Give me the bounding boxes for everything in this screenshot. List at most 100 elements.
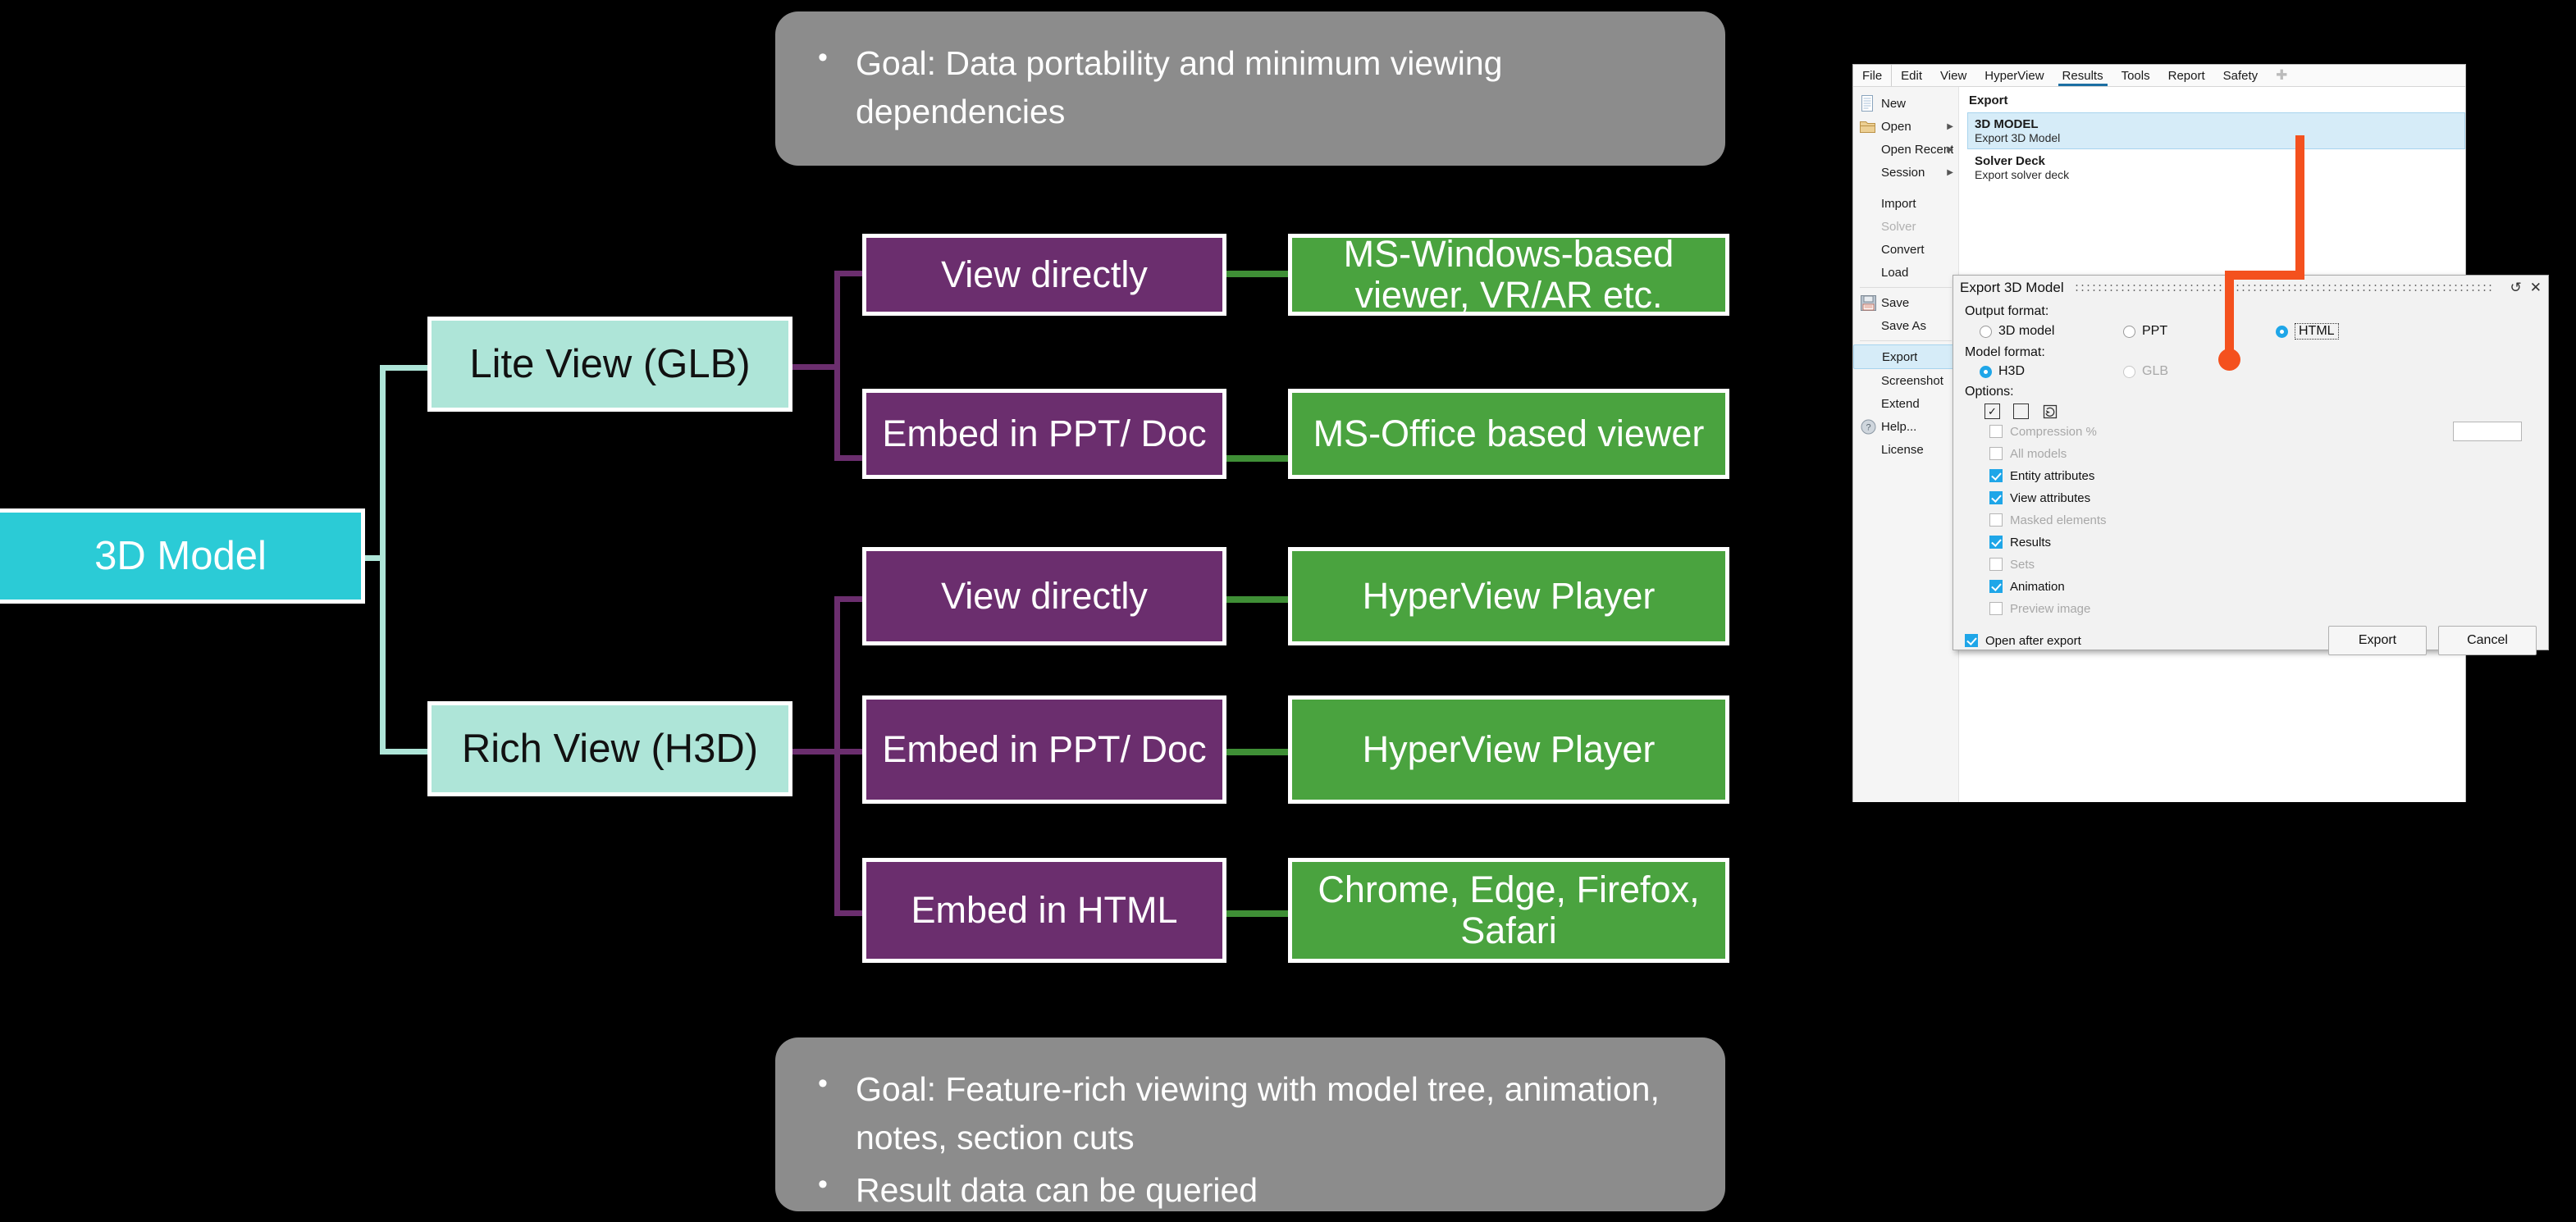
file-menu-item-convert-label: Convert (1881, 242, 1925, 257)
menu-item-file[interactable]: File (1853, 65, 1891, 86)
spacer-icon (1859, 348, 1879, 366)
compression-value-input[interactable] (2453, 422, 2522, 441)
connector-branch-2 (380, 749, 431, 755)
option-view-attributes[interactable]: View attributes (1989, 489, 2537, 507)
save-icon (1858, 294, 1878, 312)
radio-output-3d-model[interactable]: 3D model (1980, 324, 2123, 339)
file-menu-item-convert[interactable]: Convert (1853, 238, 1958, 261)
option-compression-label: Compression % (2010, 424, 2097, 439)
checkbox-entity-attributes[interactable] (1989, 469, 2003, 482)
export-option-solver-deck-title: Solver Deck (1975, 154, 2045, 168)
option-preview-image: Preview image (1989, 600, 2537, 618)
flow-node-lite-view[interactable]: Lite View (GLB) (427, 317, 792, 412)
file-menu-item-import-label: Import (1881, 196, 1916, 211)
uncheck-all-icon[interactable] (2013, 404, 2029, 419)
annotation-line-vertical-down (2225, 271, 2234, 362)
file-menu-item-export[interactable]: Export (1853, 344, 1958, 369)
flow-node-method-0[interactable]: View directly (862, 234, 1226, 316)
annotation-line-horizontal (2225, 271, 2304, 280)
flow-node-viewer-2-label: HyperView Player (1362, 574, 1656, 617)
menu-item-tools[interactable]: Tools (2112, 65, 2159, 86)
file-menu-item-license[interactable]: License (1853, 438, 1958, 461)
callout-top-line-0: Goal: Data portability and minimum viewi… (806, 38, 1688, 137)
radio-icon-h3d (1980, 365, 1992, 378)
connector-rich-b (834, 749, 867, 755)
spacer-icon (1858, 372, 1878, 390)
flow-node-method-3-label: Embed in PPT/ Doc (882, 727, 1207, 770)
flow-node-viewer-0[interactable]: MS-Windows-based viewer, VR/AR etc. (1288, 233, 1729, 316)
file-menu-list: New Open ▶ Open Recent ▶ Session ▶ (1853, 87, 1959, 802)
file-menu-item-save-as[interactable]: Save As (1853, 314, 1958, 337)
file-menu-item-session-label: Session (1881, 165, 1925, 180)
connector-green-1 (1222, 271, 1288, 277)
export-option-3d-model[interactable]: 3D MODEL Export 3D Model (1967, 112, 2465, 149)
option-open-after-export[interactable]: Open after export (1965, 632, 2317, 650)
file-menu-item-import[interactable]: Import (1853, 192, 1958, 215)
radio-model-glb-label: GLB (2142, 364, 2169, 378)
file-menu-item-save-label: Save (1881, 295, 1910, 310)
connector-branch-1 (380, 365, 431, 371)
restore-icon[interactable]: ↺ (2510, 280, 2522, 295)
flow-node-viewer-4[interactable]: Chrome, Edge, Firefox, Safari (1288, 858, 1729, 963)
radio-output-html[interactable]: HTML (2276, 323, 2339, 340)
menu-item-report-label: Report (2167, 68, 2205, 83)
spacer-icon (1858, 217, 1878, 235)
option-entity-attributes[interactable]: Entity attributes (1989, 467, 2537, 485)
option-animation[interactable]: Animation (1989, 577, 2537, 595)
add-tab-icon[interactable]: ✚ (2267, 65, 2296, 86)
option-compression: Compression % (1989, 422, 2537, 440)
flow-node-method-2[interactable]: View directly (862, 547, 1226, 645)
menu-item-results[interactable]: Results (2053, 65, 2112, 86)
file-menu-item-help[interactable]: ? Help... (1853, 415, 1958, 438)
flow-node-viewer-3[interactable]: HyperView Player (1288, 695, 1729, 804)
check-all-icon[interactable]: ✓ (1985, 404, 2000, 419)
checkbox-animation[interactable] (1989, 580, 2003, 593)
flow-node-method-1[interactable]: Embed in PPT/ Doc (862, 389, 1226, 479)
flow-node-viewer-1[interactable]: MS-Office based viewer (1288, 389, 1729, 479)
checkbox-results[interactable] (1989, 536, 2003, 549)
flow-node-method-3[interactable]: Embed in PPT/ Doc (862, 695, 1226, 804)
flow-node-method-4[interactable]: Embed in HTML (862, 858, 1226, 963)
reset-icon[interactable] (2042, 404, 2058, 419)
export-option-3d-model-subtitle: Export 3D Model (1975, 131, 2061, 144)
menu-item-report[interactable]: Report (2159, 65, 2214, 86)
file-menu-item-save-as-label: Save As (1881, 318, 1927, 333)
cancel-button[interactable]: Cancel (2438, 626, 2537, 655)
radio-icon-ppt (2123, 325, 2135, 338)
radio-model-h3d[interactable]: H3D (1980, 364, 2123, 379)
menu-item-view[interactable]: View (1931, 65, 1975, 86)
close-icon[interactable]: ✕ (2529, 280, 2542, 295)
file-menu-item-session[interactable]: Session ▶ (1853, 161, 1958, 184)
menu-item-hyperview[interactable]: HyperView (1975, 65, 2053, 86)
spacer-icon (1858, 394, 1878, 413)
file-menu-item-save[interactable]: Save (1853, 291, 1958, 314)
export-option-solver-deck[interactable]: Solver Deck Export solver deck (1967, 149, 2465, 186)
svg-text:?: ? (1866, 422, 1870, 432)
radio-output-ppt[interactable]: PPT (2123, 324, 2276, 339)
chevron-right-icon: ▶ (1947, 167, 1953, 177)
file-menu-item-extend-label: Extend (1881, 396, 1920, 411)
dialog-titlebar[interactable]: Export 3D Model ↺ ✕ (1953, 276, 2548, 300)
checkbox-all-models (1989, 447, 2003, 460)
flow-node-root[interactable]: 3D Model (0, 508, 365, 604)
connector-rich-a (834, 596, 867, 602)
flow-node-viewer-2[interactable]: HyperView Player (1288, 547, 1729, 645)
checkbox-open-after-export[interactable] (1965, 634, 1978, 647)
file-menu-item-load[interactable]: Load (1853, 261, 1958, 284)
flow-node-rich-view[interactable]: Rich View (H3D) (427, 701, 792, 796)
export-button[interactable]: Export (2328, 626, 2427, 655)
option-results[interactable]: Results (1989, 533, 2537, 551)
output-format-group: 3D model PPT HTML (1980, 323, 2537, 340)
file-menu-item-open[interactable]: Open ▶ (1853, 115, 1958, 138)
menu-item-file-label: File (1862, 68, 1883, 83)
file-menu-item-new[interactable]: New (1853, 92, 1958, 115)
file-menu-item-open-recent[interactable]: Open Recent ▶ (1853, 138, 1958, 161)
connector-root-spine (380, 365, 386, 755)
checkbox-view-attributes[interactable] (1989, 491, 2003, 504)
menu-item-edit[interactable]: Edit (1891, 65, 1931, 86)
menu-item-safety[interactable]: Safety (2214, 65, 2268, 86)
drag-grip-icon[interactable] (2073, 283, 2492, 293)
file-menu-item-screenshot[interactable]: Screenshot (1853, 369, 1958, 392)
radio-output-html-label: HTML (2295, 323, 2339, 340)
file-menu-item-extend[interactable]: Extend (1853, 392, 1958, 415)
